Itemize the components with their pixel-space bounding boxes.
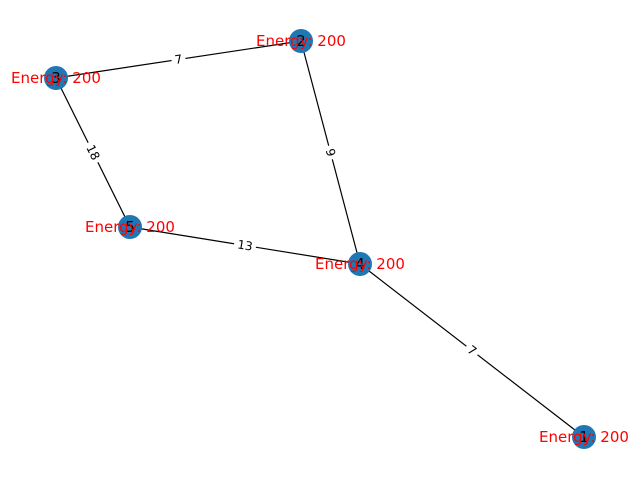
edge-weight-text: 7 — [174, 52, 184, 67]
edge-weights-layer: 7 9 18 13 7 — [80, 50, 483, 362]
edges-layer — [55, 40, 585, 438]
node-id-label-4: 4 — [355, 255, 365, 273]
node-energy-label-5: Energy: 200 — [85, 218, 175, 236]
edge-weight-background — [170, 50, 187, 69]
edge-weight-3-5: 18 — [80, 139, 106, 166]
node-id-label-1: 1 — [579, 428, 589, 446]
node-energy-label-4: Energy: 200 — [315, 255, 405, 273]
edge-weight-4-1: 7 — [461, 339, 483, 362]
edge-weight-2-4: 9 — [320, 143, 341, 162]
edge-weight-text: 9 — [323, 147, 338, 158]
edge-weight-background — [320, 143, 341, 162]
edge-weight-background — [232, 235, 258, 256]
node-id-label-5: 5 — [125, 218, 135, 236]
node-id-label-3: 3 — [51, 69, 61, 87]
edge-weight-text: 18 — [83, 143, 102, 163]
node-energy-label-3: Energy: 200 — [11, 69, 101, 87]
node-1[interactable] — [572, 425, 596, 449]
nodes-layer — [44, 29, 596, 449]
node-2[interactable] — [289, 29, 313, 53]
node-4[interactable] — [348, 252, 372, 276]
node-energy-label-2: Energy: 200 — [256, 32, 346, 50]
node-id-label-2: 2 — [296, 32, 306, 50]
edge-weight-background — [461, 339, 483, 362]
node-3[interactable] — [44, 66, 68, 90]
node-energy-label-1: Energy: 200 — [539, 428, 629, 446]
edge-weight-5-4: 13 — [232, 235, 258, 256]
edge-weight-3-2: 7 — [170, 50, 187, 69]
edge-weight-text: 13 — [236, 237, 253, 253]
edge-weight-background — [80, 139, 106, 166]
node-5[interactable] — [118, 215, 142, 239]
